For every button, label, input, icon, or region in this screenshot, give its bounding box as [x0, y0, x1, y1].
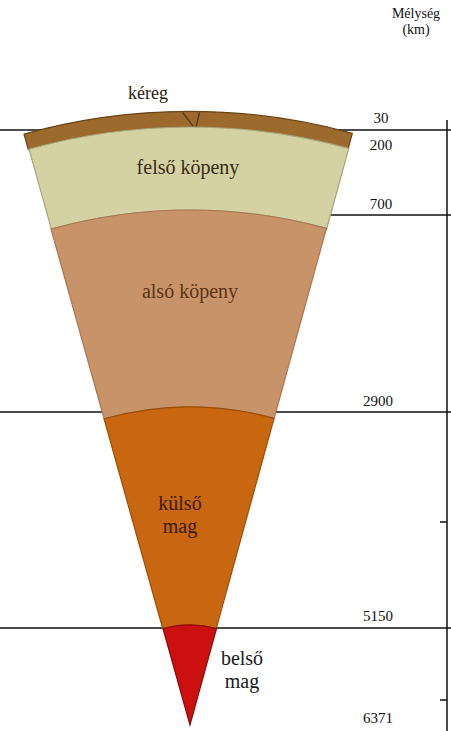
axis-tick	[440, 699, 447, 701]
depth-value: 6371	[361, 710, 395, 727]
inner-core-triangle: belső mag	[161, 623, 272, 727]
boundary-line	[325, 214, 451, 216]
layer-name: kéreg	[128, 83, 168, 104]
axis-tick	[440, 521, 447, 523]
depth-axis	[446, 120, 448, 731]
outer-core-band: külső mag	[102, 405, 276, 631]
axis-title: Mélység (km)	[383, 6, 449, 38]
layer-name: belső mag	[214, 647, 270, 693]
layer-fill	[163, 625, 216, 725]
layer-name: alsó köpeny	[142, 280, 238, 303]
layer-fill	[51, 210, 326, 419]
layer-fill	[104, 407, 274, 629]
layer-name: külső mag	[145, 492, 215, 538]
boundary-line	[0, 627, 451, 629]
depth-value: 2900	[361, 393, 395, 410]
depth-value: 200	[368, 137, 395, 154]
layer-shape	[49, 208, 328, 421]
depth-value: 30	[372, 110, 391, 127]
lower-mantle-band: alsó köpeny	[49, 208, 328, 421]
depth-value: 700	[368, 196, 395, 213]
depth-value: 5150	[361, 608, 395, 625]
layer-name: felső köpeny	[137, 156, 240, 179]
